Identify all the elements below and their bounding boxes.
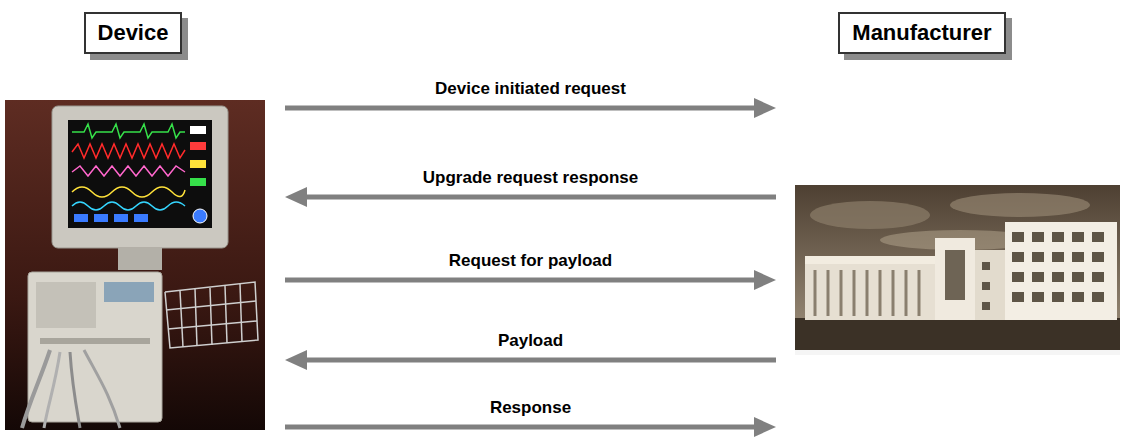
actor-column: Manufacturer [776, 8, 1121, 436]
message-label: Device initiated request [431, 79, 630, 99]
message-arrow [285, 278, 754, 283]
factory-photo [795, 185, 1120, 355]
message-label: Request for payload [445, 251, 616, 271]
message-arrow [285, 425, 754, 430]
device-photo [5, 100, 265, 430]
message-label: Upgrade request response [419, 168, 642, 188]
message-label: Response [486, 398, 575, 418]
message-arrow [285, 106, 754, 111]
actor-name: Device [98, 20, 169, 46]
message-arrow [307, 195, 776, 200]
message-arrow [307, 358, 776, 363]
actor-column: Device [5, 8, 285, 436]
message-label: Payload [494, 331, 567, 351]
actor-name: Manufacturer [852, 20, 991, 46]
heading-box: Device [84, 12, 183, 54]
heading-box: Manufacturer [838, 12, 1005, 54]
